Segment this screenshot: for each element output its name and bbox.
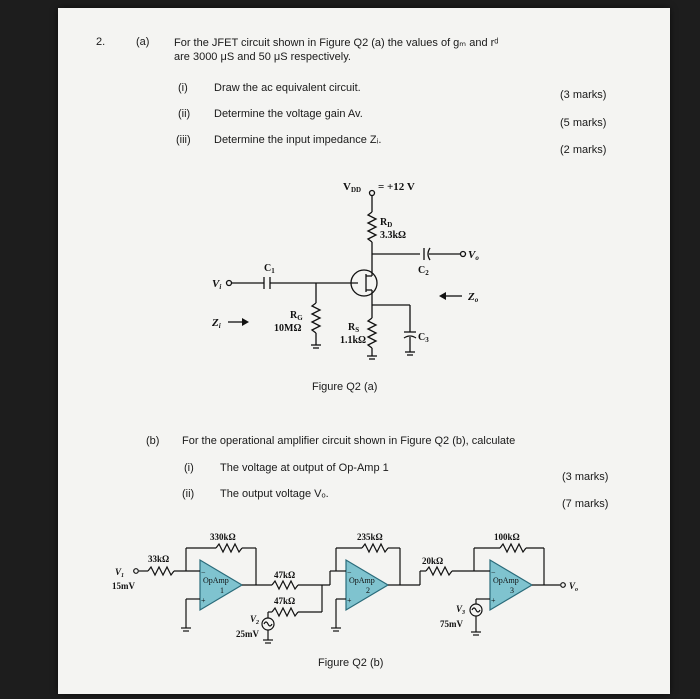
c2-label: C2: [418, 265, 429, 277]
question-number: 2.: [96, 36, 106, 48]
figure-b-caption: Figure Q2 (b): [318, 657, 384, 669]
opamp-1-label: OpAmp: [203, 576, 229, 585]
v1-label: V1: [115, 567, 124, 579]
rg-label: RG: [290, 310, 303, 322]
part-b-label: (b): [146, 435, 160, 447]
part-a-item-1-marks: (3 marks): [560, 89, 607, 101]
opamp-2-body: [345, 558, 390, 612]
opamp-3-minus: −: [491, 568, 496, 577]
part-a-item-3-num: (iii): [176, 134, 191, 146]
resistor-100k-label: 100kΩ: [494, 532, 520, 542]
opamp-3-label: OpAmp: [493, 576, 519, 585]
opamp-2-minus: −: [347, 568, 352, 577]
part-b-item-1-marks: (3 marks): [562, 471, 609, 483]
vdd-label: VDD: [343, 181, 361, 194]
v2-value: 25mV: [236, 629, 259, 639]
zo-label: Zo: [467, 291, 479, 304]
v3-label: V3: [456, 604, 465, 616]
opamp-3-number: 3: [510, 586, 514, 595]
figure-a-caption: Figure Q2 (a): [312, 381, 378, 393]
opamp-1-minus: −: [201, 568, 206, 577]
part-a-item-2-num: (ii): [178, 108, 191, 120]
opamp-2-label: OpAmp: [349, 576, 375, 585]
part-a-label: (a): [136, 36, 150, 48]
c3-label: C3: [418, 332, 429, 344]
part-a-item-3-text: Determine the input impedance Zᵢ.: [214, 134, 382, 146]
rg-value: 10MΩ: [274, 323, 301, 334]
vo-label: Vo: [468, 249, 479, 262]
resistor-47k-bottom-label: 47kΩ: [274, 596, 295, 606]
vo-output-label: Vo: [569, 581, 578, 593]
part-a-item-2-marks: (5 marks): [560, 117, 607, 129]
resistor-20k-label: 20kΩ: [422, 556, 443, 566]
resistor-47k-top-label: 47kΩ: [274, 570, 295, 580]
resistor-330k-label: 330kΩ: [210, 532, 236, 542]
part-b-item-2-text: The output voltage Vₒ.: [220, 488, 329, 500]
v3-value: 75mV: [440, 619, 463, 629]
opamp-2-plus: +: [347, 596, 352, 605]
zi-label: Zi: [211, 317, 221, 330]
rd-label: RD: [380, 217, 392, 229]
opamp-3-body: [489, 558, 534, 612]
resistor-33k-label: 33kΩ: [148, 554, 169, 564]
part-a-item-1-text: Draw the ac equivalent circuit.: [214, 82, 361, 94]
part-a-item-2-text: Determine the voltage gain Av.: [214, 108, 363, 120]
part-b-item-1-text: The voltage at output of Op-Amp 1: [220, 462, 389, 474]
opamp-1-number: 1: [220, 586, 224, 595]
rd-value: 3.3kΩ: [380, 230, 406, 241]
part-a-stem-line2: are 3000 μS and 50 μS respectively.: [174, 51, 351, 63]
part-b-item-1-num: (i): [184, 462, 194, 474]
vi-label: Vi: [212, 278, 221, 291]
part-b-stem: For the operational amplifier circuit sh…: [182, 435, 516, 447]
part-b-item-2-marks: (7 marks): [562, 498, 609, 510]
vdd-value: = +12 V: [378, 181, 415, 193]
v1-value: 15mV: [112, 581, 135, 591]
resistor-235k-label: 235kΩ: [357, 532, 383, 542]
opamp-1-plus: +: [201, 596, 206, 605]
part-a-stem-line1: For the JFET circuit shown in Figure Q2 …: [174, 37, 499, 49]
v2-label: V2: [250, 614, 259, 626]
c1-label: C1: [264, 263, 275, 275]
opamp-1-body: [199, 558, 244, 612]
rs-label: RS: [348, 322, 359, 334]
part-a-item-3-marks: (2 marks): [560, 144, 607, 156]
part-a-item-1-num: (i): [178, 82, 188, 94]
opamp-2-number: 2: [366, 586, 370, 595]
part-b-item-2-num: (ii): [182, 488, 195, 500]
rs-value: 1.1kΩ: [340, 335, 366, 346]
opamp-3-plus: +: [491, 596, 496, 605]
